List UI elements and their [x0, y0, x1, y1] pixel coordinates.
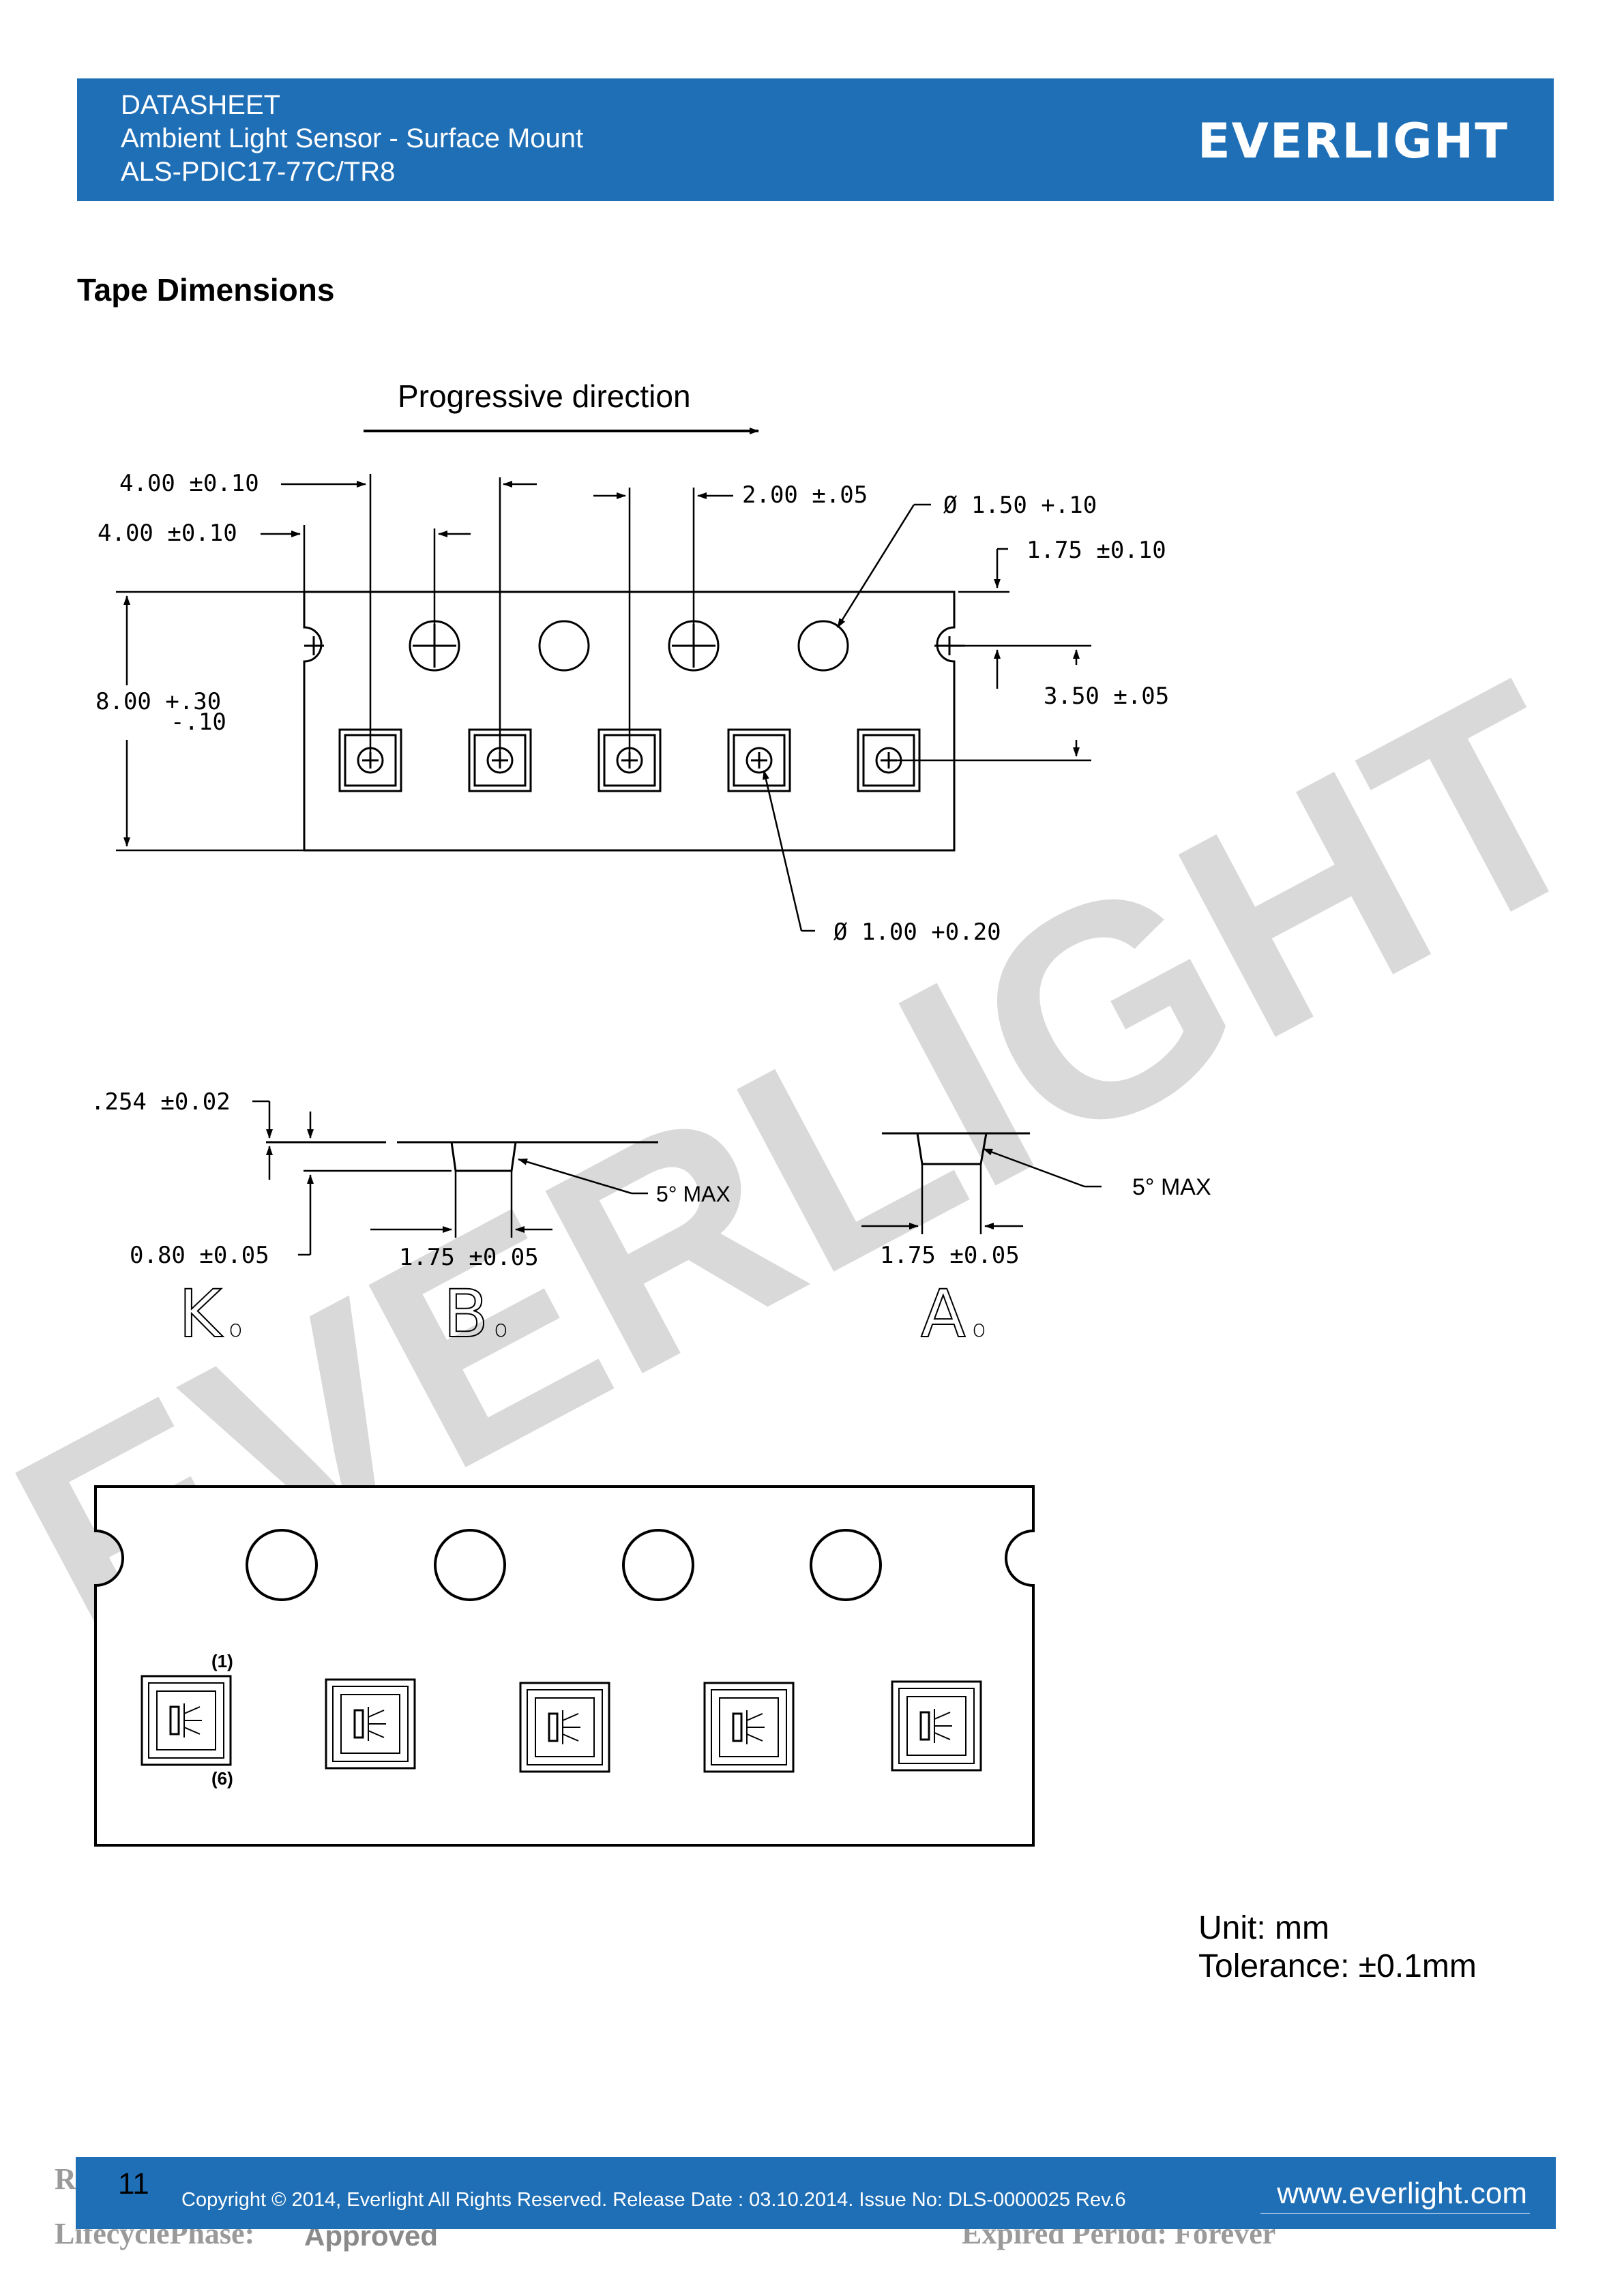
dim-center-dist: 3.50 ±.05 — [1044, 683, 1169, 710]
footer-band: 11 Copyright © 2014, Everlight All Right… — [76, 2157, 1556, 2229]
label-a-sub: o — [972, 1315, 986, 1343]
top-dimension-text: 4.00 ±0.10 4.00 ±0.10 2.00 ±.05 Ø 1.50 +… — [95, 470, 1169, 946]
bottom-tape-view — [94, 1485, 1035, 1847]
pin-1-label: (1) — [211, 1651, 233, 1671]
dim-depth: 0.80 ±0.05 — [130, 1242, 269, 1269]
page-number: 11 — [118, 2167, 149, 2201]
component-3 — [519, 1682, 610, 1773]
dim-pitch-a: 4.00 ±0.10 — [119, 470, 259, 497]
top-tape-view — [303, 591, 965, 852]
component-5 — [891, 1680, 982, 1772]
component-1 — [141, 1675, 232, 1766]
website-link[interactable]: www.everlight.com — [1277, 2177, 1527, 2210]
tolerance-note: Tolerance: ±0.1mm — [1198, 1948, 1477, 1984]
dim-hole-pitch: 2.00 ±.05 — [742, 481, 868, 509]
label-k-sub: o — [228, 1315, 243, 1343]
section-letters: K o B o A o — [178, 1275, 986, 1353]
label-a: A — [921, 1276, 966, 1352]
dim-draft-1: 5° MAX — [656, 1182, 730, 1206]
pin-6-label: (6) — [211, 1768, 233, 1789]
header-product-type: Ambient Light Sensor - Surface Mount — [121, 123, 584, 153]
top-dimension-lines — [116, 474, 1091, 932]
label-b-sub: o — [494, 1315, 508, 1343]
unit-note: Unit: mm — [1198, 1910, 1329, 1946]
website-underline — [1260, 2213, 1530, 2214]
label-k: K — [179, 1276, 223, 1352]
everlight-logo: EVERLIGHT — [1197, 113, 1509, 169]
components — [141, 1675, 982, 1773]
dim-width-tol: -.10 — [171, 709, 226, 736]
dim-edge-dist: 1.75 ±0.10 — [1027, 537, 1166, 564]
dim-draft-2: 5° MAX — [1132, 1174, 1211, 1200]
dim-cavity-hole: Ø 1.00 +0.20 — [833, 919, 1001, 946]
dim-a0: 1.75 ±0.05 — [880, 1242, 1020, 1269]
dim-pitch-b: 4.00 ±0.10 — [98, 520, 237, 547]
header-part-number: ALS-PDIC17-77C/TR8 — [121, 157, 396, 187]
dim-thickness: .254 ±0.02 — [91, 1088, 231, 1116]
label-b: B — [443, 1276, 488, 1352]
copyright-text: Copyright © 2014, Everlight All Rights R… — [181, 2189, 1126, 2211]
direction-label: Progressive direction — [398, 378, 691, 414]
section-title: Tape Dimensions — [77, 272, 335, 308]
header-doc-type: DATASHEET — [121, 90, 281, 120]
header-band: DATASHEET Ambient Light Sensor - Surface… — [77, 78, 1554, 201]
cross-section-text: .254 ±0.02 0.80 ±0.05 1.75 ±0.05 1.75 ±0… — [91, 1088, 1211, 1271]
dim-hole-dia: Ø 1.50 +.10 — [943, 492, 1097, 519]
component-4 — [703, 1682, 795, 1773]
footer-ghost-r: R — [55, 2162, 76, 2196]
dim-width-main: 8.00 +.30 — [95, 688, 221, 715]
dim-b0: 1.75 ±0.05 — [399, 1244, 539, 1271]
component-2 — [325, 1678, 416, 1770]
cross-section-views — [266, 1132, 1030, 1172]
cross-section-dims — [252, 1100, 1102, 1256]
